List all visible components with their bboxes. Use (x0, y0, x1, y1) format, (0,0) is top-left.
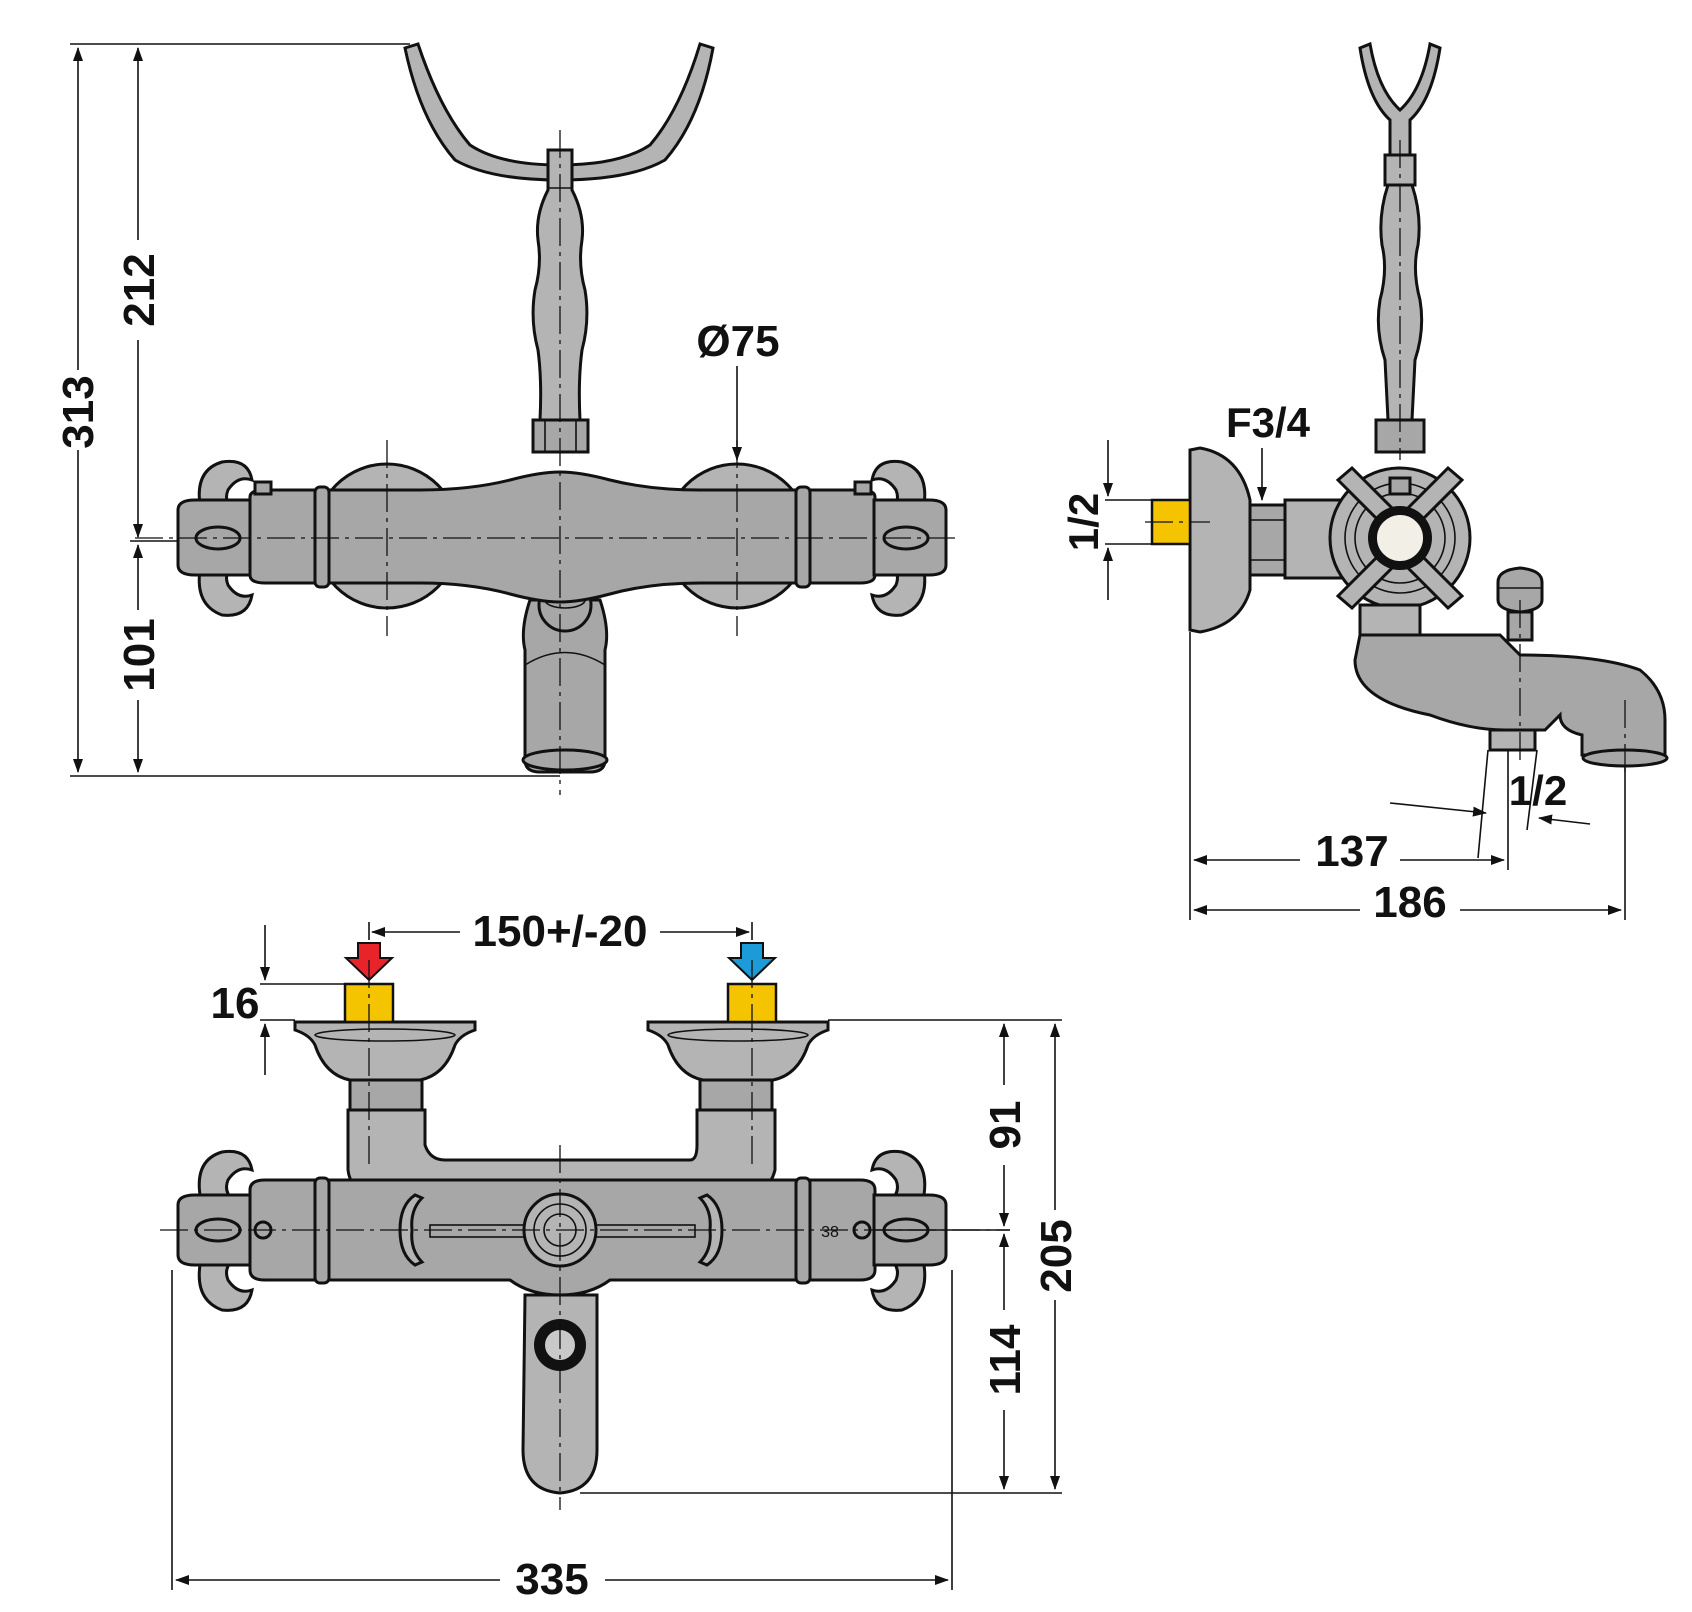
thread-f34-callout: F3/4 (1226, 399, 1311, 501)
dimension-inlet-height: 16 (211, 925, 345, 1075)
dimension-inlet-thread: 1/2 (1060, 440, 1152, 600)
wall-flange (1188, 446, 1252, 634)
dim-335-label: 335 (515, 1555, 588, 1604)
front-view: 313 212 101 (54, 42, 960, 795)
inlet-half-inch-label: 1/2 (1060, 493, 1107, 551)
side-shower-holder (1358, 41, 1442, 162)
top-view: 38 150+/-20 (160, 907, 1081, 1604)
dimension-lower-height: 101 (115, 544, 164, 773)
right-inlet-nut (698, 1078, 774, 1112)
dim-150-label: 150+/-20 (473, 907, 648, 956)
spout-half-inch-label: 1/2 (1509, 767, 1567, 814)
shower-holder-arms (403, 42, 715, 182)
dimension-total-height: 313 (54, 47, 103, 773)
dimension-top-total-depth: 205 (1032, 1023, 1081, 1490)
dimension-side-total: 186 (1193, 878, 1622, 927)
right-inlet-cup (646, 1020, 830, 1082)
dimension-total-width: 335 (171, 1270, 953, 1604)
left-inlet-cup (293, 1020, 477, 1082)
bath-spout (521, 598, 609, 774)
dimension-spout-reach: 137 (1193, 827, 1505, 876)
side-cross-handle (1335, 465, 1465, 611)
top-right-cross-handle (870, 1149, 948, 1312)
temperature-mark-38: 38 (821, 1224, 839, 1241)
dim-o75-label: Ø75 (696, 317, 779, 366)
dim-114-label: 114 (981, 1324, 1030, 1396)
side-diverter-knob (1496, 566, 1544, 614)
dimension-spout-thread: 1/2 (1389, 749, 1591, 859)
top-left-cross-handle (176, 1149, 254, 1312)
dimension-lower-depth: 114 (981, 1233, 1030, 1490)
f34-nut (1248, 503, 1287, 577)
side-spout (1353, 633, 1667, 757)
dimension-upper-depth: 91 (981, 1023, 1030, 1227)
dim-91-label: 91 (981, 1101, 1030, 1150)
dim-16-label: 16 (211, 979, 260, 1028)
left-inlet-nut (348, 1078, 424, 1112)
dim-212-label: 212 (115, 253, 164, 326)
dim-101-label: 101 (115, 618, 164, 691)
dim-137-label: 137 (1315, 827, 1388, 876)
dimension-diameter: Ø75 (696, 317, 780, 461)
dim-205-label: 205 (1032, 1219, 1081, 1292)
dimension-inlet-spacing: 150+/-20 (368, 907, 753, 956)
dim-313-label: 313 (54, 375, 103, 448)
dimension-upper-height: 212 (115, 47, 164, 538)
dim-186-label: 186 (1373, 878, 1446, 927)
f34-label: F3/4 (1226, 399, 1311, 446)
side-view: F3/4 1/2 1/2 137 (1060, 41, 1669, 927)
mixer-body (248, 470, 877, 604)
